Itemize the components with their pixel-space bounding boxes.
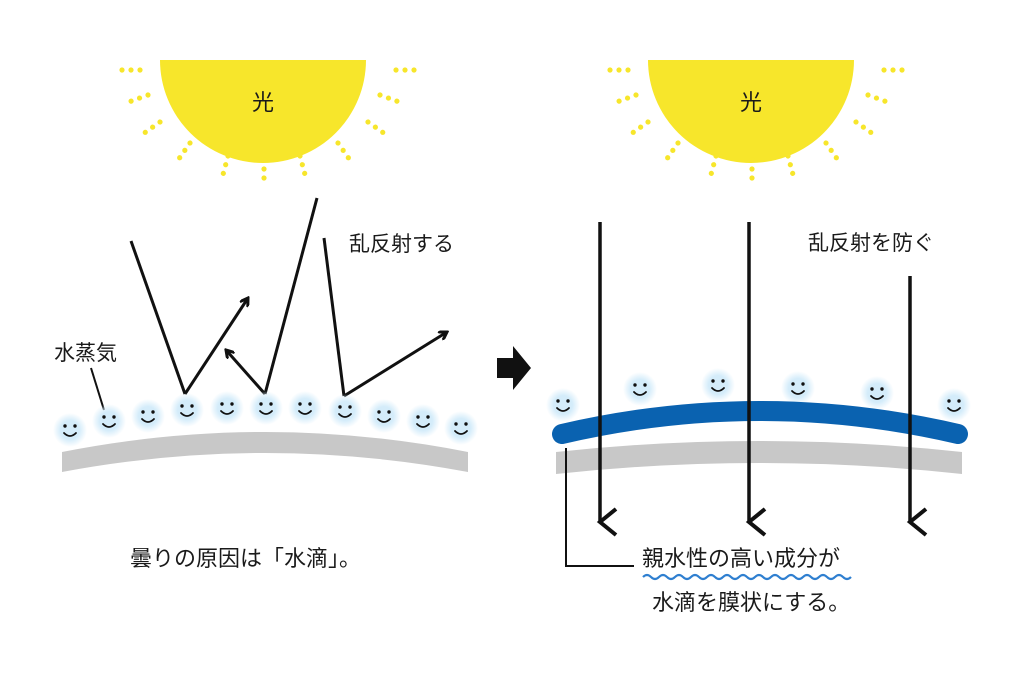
droplet: [545, 387, 581, 423]
sun-shape: [160, 60, 366, 163]
sun-shape: [648, 60, 854, 163]
sun-left: 光: [119, 60, 417, 181]
droplet: [780, 370, 816, 406]
right-caption-line2: 水滴を膜状にする。: [652, 591, 850, 616]
ray-in-3: [322, 237, 346, 397]
lens-surface-right: [556, 441, 962, 474]
sun-label: 光: [740, 91, 762, 116]
vapor-label: 水蒸気: [54, 341, 117, 365]
droplet: [405, 403, 441, 439]
droplet: [209, 390, 245, 426]
prevent-reflection-label: 乱反射を防ぐ: [808, 231, 934, 255]
droplet: [52, 412, 88, 448]
lens-surface-left: [62, 432, 468, 472]
ray-in-2: [263, 197, 319, 395]
droplet: [130, 398, 166, 434]
straight-arrows: [596, 222, 928, 537]
vapor-leader-line: [90, 367, 105, 411]
droplet: [91, 403, 127, 439]
ray-out-1: [183, 298, 248, 395]
droplet: [287, 390, 323, 426]
left-panel: 光 乱反射する 水蒸気: [52, 60, 479, 572]
sun-right: 光: [607, 60, 905, 181]
ray-out-3: [343, 332, 447, 398]
water-film: [552, 401, 968, 444]
droplet: [366, 398, 402, 434]
droplet: [327, 393, 363, 429]
ray-out-2: [226, 350, 267, 395]
reflection-label: 乱反射する: [349, 232, 454, 256]
ray-in-1: [129, 240, 187, 395]
left-caption: 曇りの原因は「水滴」。: [130, 547, 361, 572]
right-caption-line1: 親水性の高い成分が: [642, 547, 840, 572]
scatter-arrows: [129, 197, 447, 398]
right-panel: 光 乱反射を防ぐ 親水性の高い成分が 水滴を膜状にする。: [545, 60, 972, 616]
wavy-underline: [642, 573, 852, 581]
film-leader-line: [565, 448, 634, 567]
droplet: [248, 390, 284, 426]
droplet: [936, 387, 972, 423]
droplet: [859, 375, 895, 411]
right-pointing-arrow-icon: [497, 346, 531, 390]
droplet: [169, 392, 205, 428]
droplet: [443, 410, 479, 446]
droplet: [622, 371, 658, 407]
sun-label: 光: [252, 91, 274, 116]
droplet: [700, 367, 736, 403]
